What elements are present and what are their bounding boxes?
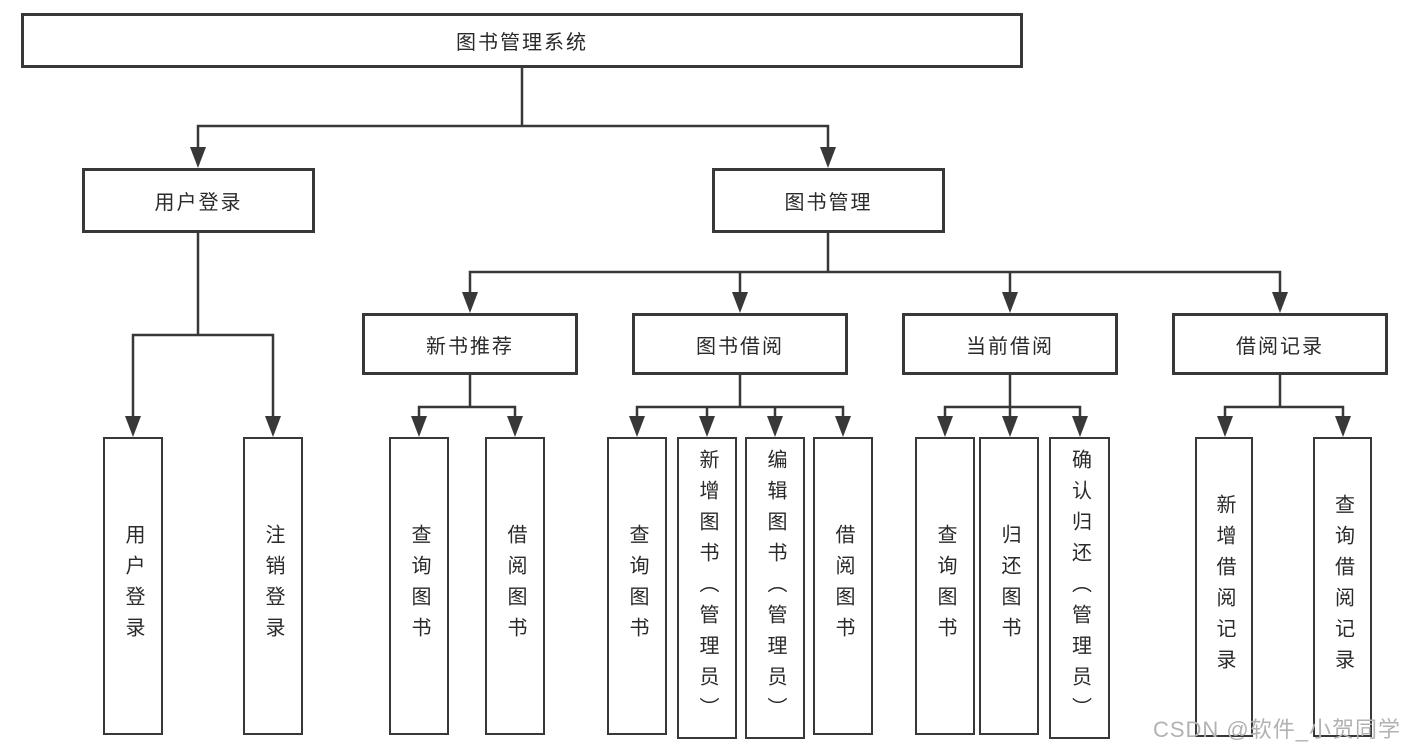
- leaf-return-book: 归还图书: [979, 437, 1039, 735]
- node-borrow-records: 借阅记录: [1172, 313, 1388, 375]
- arrowhead: [1217, 416, 1233, 437]
- node-label: 查询图书: [408, 524, 430, 648]
- node-label: 归还图书: [998, 524, 1020, 648]
- node-label: 图书借阅: [696, 335, 784, 358]
- arrowhead: [835, 416, 851, 437]
- arrowhead: [767, 416, 783, 437]
- connector-borrow-records: [1223, 373, 1345, 420]
- arrowhead: [1335, 416, 1351, 437]
- leaf-logout: 注销登录: [243, 437, 303, 735]
- node-label: 借阅图书: [832, 524, 854, 648]
- arrowhead: [190, 147, 206, 168]
- arrowhead: [820, 147, 836, 168]
- arrowhead: [125, 416, 141, 437]
- leaf-edit-book-admin: 编辑图书（管理员）: [745, 437, 805, 739]
- arrowhead: [699, 416, 715, 437]
- node-label: 查询图书: [934, 524, 956, 648]
- leaf-query-books-recommend: 查询图书: [389, 437, 449, 735]
- connector-book-borrow: [635, 373, 845, 420]
- connector-book-management: [468, 231, 1282, 296]
- connector-user-login: [131, 231, 275, 420]
- node-label: 编辑图书（管理员）: [764, 448, 786, 728]
- node-label: 图书管理系统: [456, 32, 588, 54]
- node-user-login: 用户登录: [82, 168, 315, 233]
- leaf-confirm-return-admin: 确认归还（管理员）: [1049, 437, 1110, 739]
- arrowhead: [629, 416, 645, 437]
- node-label: 注销登录: [262, 524, 284, 648]
- node-label: 新增图书（管理员）: [696, 448, 718, 728]
- arrowhead: [507, 416, 523, 437]
- arrowhead: [732, 292, 748, 313]
- connector-new-book-recommend: [417, 373, 517, 420]
- connector-current-borrow: [943, 373, 1082, 420]
- csdn-watermark: CSDN @软件_小贺同学: [1152, 717, 1401, 742]
- leaf-query-books-borrow: 查询图书: [607, 437, 667, 735]
- node-book-borrow: 图书借阅: [632, 313, 848, 375]
- leaf-user-login: 用户登录: [103, 437, 163, 735]
- leaf-borrow-books: 借阅图书: [813, 437, 873, 735]
- node-label: 借阅图书: [504, 524, 526, 648]
- node-label: 查询借阅记录: [1331, 494, 1354, 680]
- node-label: 新书推荐: [426, 335, 514, 358]
- leaf-borrow-books-recommend: 借阅图书: [485, 437, 545, 735]
- arrowhead: [462, 292, 478, 313]
- leaf-add-book-admin: 新增图书（管理员）: [677, 437, 737, 739]
- node-label: 查询图书: [626, 524, 648, 648]
- arrowhead: [1272, 292, 1288, 313]
- node-label: 借阅记录: [1236, 335, 1324, 358]
- node-label: 确认归还（管理员）: [1068, 448, 1091, 728]
- node-label: 用户登录: [154, 192, 243, 214]
- arrowhead: [265, 416, 281, 437]
- leaf-query-books-current: 查询图书: [915, 437, 975, 735]
- node-root: 图书管理系统: [21, 13, 1023, 68]
- leaf-query-borrow-record: 查询借阅记录: [1313, 437, 1372, 737]
- connector-root: [196, 66, 830, 151]
- arrowhead: [1002, 292, 1018, 313]
- node-new-book-recommend: 新书推荐: [362, 313, 578, 375]
- arrowhead: [937, 416, 953, 437]
- arrowhead: [1072, 416, 1088, 437]
- arrowhead: [1002, 416, 1018, 437]
- node-label: 图书管理: [784, 192, 873, 214]
- node-current-borrow: 当前借阅: [902, 313, 1118, 375]
- node-book-management: 图书管理: [712, 168, 945, 233]
- node-label: 新增借阅记录: [1213, 494, 1235, 680]
- node-label: 用户登录: [122, 524, 144, 648]
- node-label: 当前借阅: [966, 335, 1054, 358]
- leaf-add-borrow-record: 新增借阅记录: [1195, 437, 1253, 737]
- arrowhead: [411, 416, 427, 437]
